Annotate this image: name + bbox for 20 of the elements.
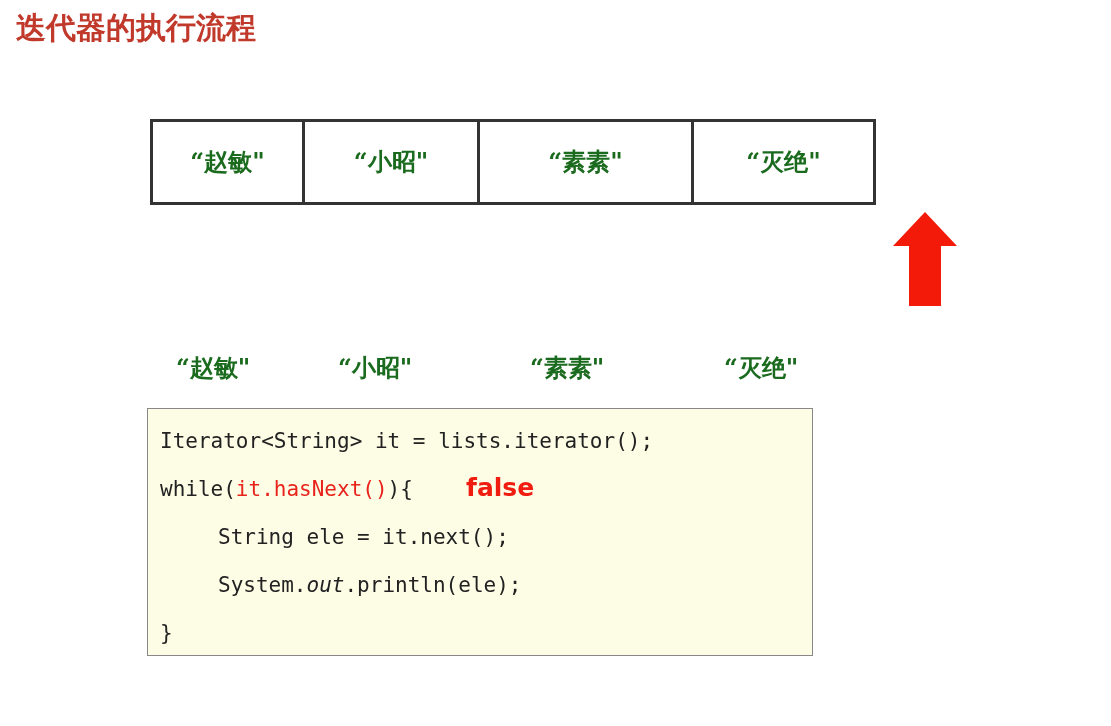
- element-value: “灭绝": [746, 146, 821, 178]
- code-line: }: [160, 621, 173, 645]
- code-line: String ele = it.next();: [218, 525, 509, 549]
- array-cell: [480, 119, 694, 205]
- code-panel: [147, 408, 813, 656]
- array-cell: [305, 119, 480, 205]
- code-line: System.out.println(ele);: [218, 573, 522, 597]
- slide-title: 迭代器的执行流程: [16, 9, 256, 47]
- code-line: while(it.hasNext()){: [160, 477, 413, 501]
- array-cell: [150, 119, 305, 205]
- output-value: “小昭": [338, 352, 413, 384]
- array-cell: [694, 119, 876, 205]
- element-value: “赵敏": [190, 146, 265, 178]
- output-value: “素素": [530, 352, 605, 384]
- result-annotation: false: [466, 473, 535, 502]
- element-value: “素素": [548, 146, 623, 178]
- code-line: Iterator<String> it = lists.iterator();: [160, 429, 654, 453]
- element-value: “小昭": [353, 146, 429, 178]
- output-value: “灭绝": [724, 352, 799, 384]
- output-value: “赵敏": [176, 352, 251, 384]
